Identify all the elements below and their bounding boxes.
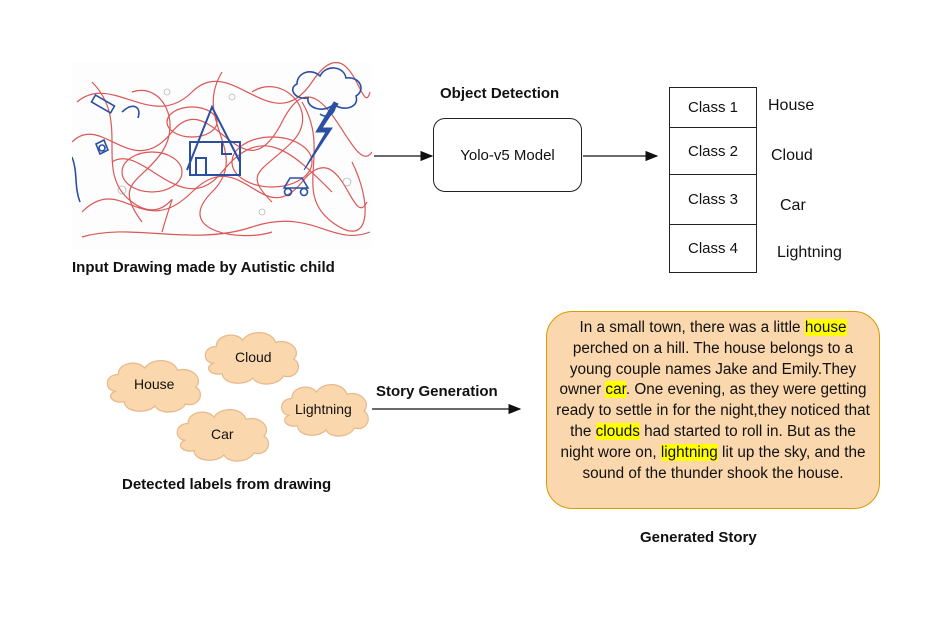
story-highlight-word: lightning	[660, 443, 718, 461]
class-label-house: House	[768, 97, 815, 114]
story-text-segment: In a small town, there was a little	[579, 319, 805, 336]
cloud-label-car: Car	[211, 426, 234, 442]
class-cell-1: Class 1	[670, 88, 756, 128]
generated-story-caption: Generated Story	[640, 529, 757, 546]
input-drawing-caption: Input Drawing made by Autistic child	[72, 259, 335, 276]
class-cell-4: Class 4	[687, 239, 739, 257]
story-text-segment: perched on a hill. The house belongs to …	[559, 339, 857, 399]
story-highlight-word: car	[605, 381, 626, 399]
cloud-label-lightning: Lightning	[295, 401, 352, 417]
story-highlight-word: house	[804, 319, 847, 336]
story-highlight-word: clouds	[595, 422, 640, 440]
object-detection-title: Object Detection	[440, 85, 560, 102]
class-cell-2: Class 2	[670, 128, 756, 175]
class-cell-3: Class 3	[670, 175, 756, 225]
story-text-segment: . One evening, as they were getting read…	[556, 381, 870, 440]
detected-labels-caption: Detected labels from drawing	[122, 476, 332, 493]
generated-story-box: In a small town, there was a little hous…	[546, 311, 880, 509]
class-label-cloud: Cloud	[771, 147, 813, 164]
yolo-model-label: Yolo-v5 Model	[460, 146, 555, 164]
cloud-label-cloud: Cloud	[235, 349, 272, 365]
cloud-label-house: House	[134, 376, 175, 392]
class-label-car: Car	[780, 197, 806, 214]
class-table: Class 1 Class 2 Class 3 Class 4	[669, 87, 757, 273]
story-generation-label: Story Generation	[376, 383, 498, 400]
input-drawing-image	[72, 62, 372, 250]
story-text-segment: had started to roll in. But as the night…	[560, 422, 856, 461]
child-drawing-sketch-icon	[72, 62, 372, 238]
class-label-lightning: Lightning	[777, 244, 842, 261]
yolo-model-box: Yolo-v5 Model	[433, 118, 582, 192]
story-text-segment: lit up the sky, and the sound of the thu…	[582, 443, 866, 482]
